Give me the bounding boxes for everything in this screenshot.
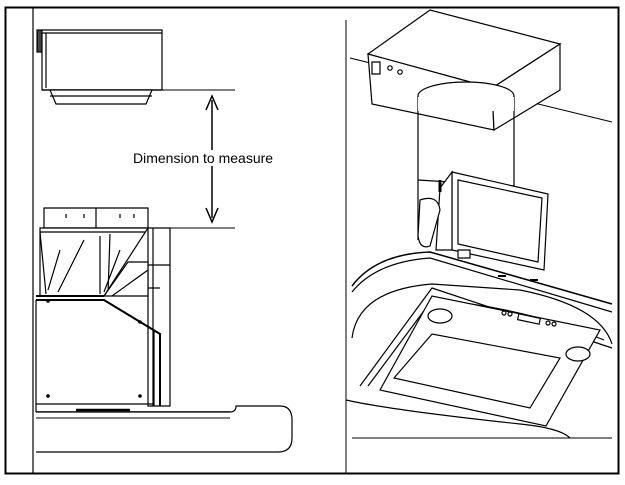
side-view-panel xyxy=(33,8,292,474)
duct xyxy=(418,82,514,248)
light-left-icon xyxy=(428,309,452,323)
hood-body xyxy=(36,228,230,412)
light-right-icon xyxy=(566,347,590,361)
dimension-label: Dimension to measure xyxy=(131,150,276,166)
hood-canopy xyxy=(346,252,612,438)
filter-panel xyxy=(418,172,548,270)
perspective-view-panel xyxy=(346,10,612,438)
upper-mounting-bracket xyxy=(37,30,162,104)
countertop xyxy=(36,406,292,452)
chimney-cover xyxy=(44,208,148,228)
control-panel xyxy=(502,311,556,326)
